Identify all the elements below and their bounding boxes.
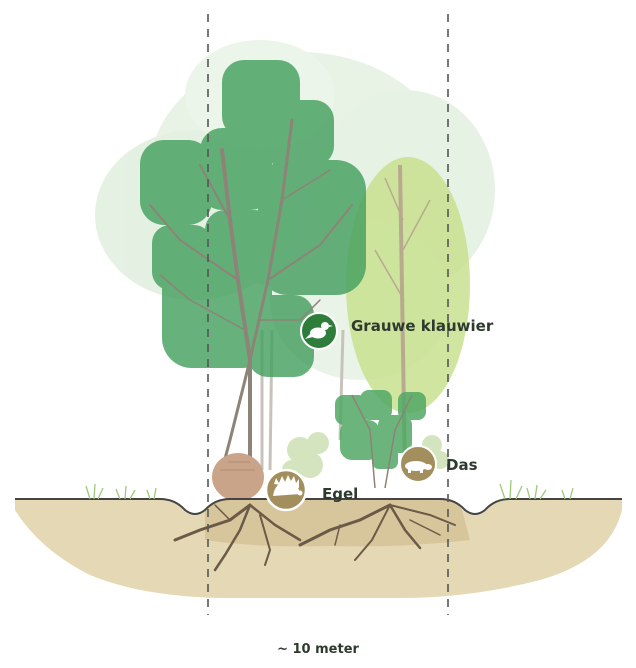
das-label: Das (446, 456, 478, 474)
grauwe-klauwier-badge (301, 313, 337, 349)
width-dimension-label: ~ 10 meter (0, 642, 636, 657)
egel-label: Egel (322, 485, 358, 503)
das-badge (400, 446, 436, 482)
brown-bush (212, 453, 264, 501)
hedge-soil (205, 499, 470, 546)
grauwe-klauwier-label: Grauwe klauwier (351, 317, 493, 335)
egel-badge (266, 470, 306, 510)
